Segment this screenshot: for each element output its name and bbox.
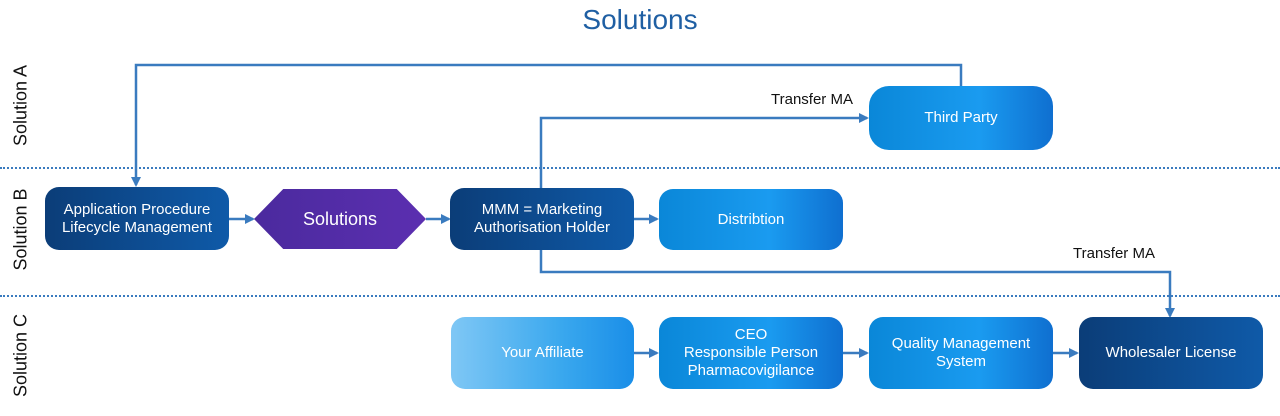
lane-divider-a-b [0,167,1280,169]
lane-divider-b-c [0,295,1280,297]
connector-mmm-to-wholesaler [539,250,1175,318]
node-marketing-authorisation-holder: MMM = Marketing Authorisation Holder [450,188,634,250]
node-wholesaler-license: Wholesaler License [1079,317,1263,389]
connector-third-party-to-application [131,63,963,187]
node-solutions-hexagon: Solutions [254,189,426,249]
node-quality-management-system: Quality Management System [869,317,1053,389]
node-application-procedure: Application Procedure Lifecycle Manageme… [45,187,229,250]
edge-label-transfer-ma-top: Transfer MA [771,91,853,108]
node-third-party: Third Party [869,86,1053,150]
diagram-title: Solutions [582,4,698,35]
edge-label-transfer-ma-bottom: Transfer MA [1073,245,1155,262]
connector-mmm-to-third-party [539,113,869,188]
node-distribution: Distribtion [659,189,843,250]
node-ceo-responsible-person: CEO Responsible Person Pharmacovigilance [659,317,843,389]
node-your-affiliate: Your Affiliate [451,317,634,389]
